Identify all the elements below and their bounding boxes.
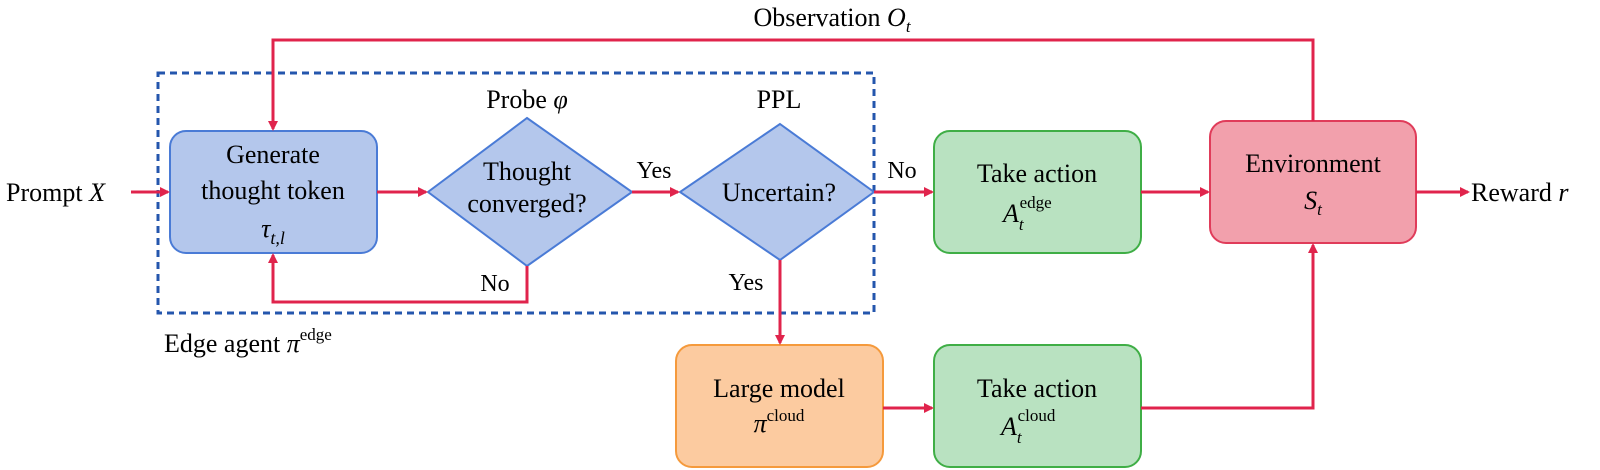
arrow-observation-feedback (268, 38, 1315, 131)
environment-node-line1: Environment (1245, 149, 1382, 178)
take-action-cloud-node (933, 344, 1142, 468)
no-label-uncertain: No (887, 158, 916, 184)
large-model-node-symbol: πcloud (754, 406, 805, 438)
large-model-node-line1: Large model (713, 374, 845, 403)
converged-node-line2: converged? (467, 189, 586, 218)
take-action-edge-node (933, 130, 1142, 254)
ppl-label: PPL (757, 85, 802, 114)
generate-node-line1: Generate (226, 140, 320, 169)
edge-agent-label: Edge agent πedge (164, 325, 332, 358)
action-edge-node-symbol: Atedge (1001, 193, 1052, 234)
arrow-action-cloud-to-environment (1141, 243, 1318, 410)
prompt-label: Prompt X (6, 178, 106, 207)
yes-label-converged: Yes (637, 158, 672, 184)
generate-node-symbol: τt,l (261, 214, 285, 248)
yes-label-uncertain: Yes (729, 270, 764, 296)
arrow-converged-no-loop (268, 253, 529, 304)
probe-label: Probe φ (486, 85, 568, 114)
environment-node (1209, 120, 1417, 244)
converged-node-line1: Thought (483, 157, 572, 186)
action-cloud-node-line1: Take action (977, 374, 1097, 403)
observation-label: Observation Ot (753, 3, 911, 36)
uncertain-node-line1: Uncertain? (722, 178, 836, 207)
no-label-converged: No (480, 271, 509, 297)
action-cloud-node-symbol: Atcloud (999, 406, 1056, 447)
generate-node-line2: thought token (201, 176, 345, 205)
large-model-node (675, 344, 884, 468)
environment-node-symbol: St (1304, 186, 1323, 219)
action-edge-node-line1: Take action (977, 159, 1097, 188)
reward-label: Reward r (1471, 178, 1569, 207)
